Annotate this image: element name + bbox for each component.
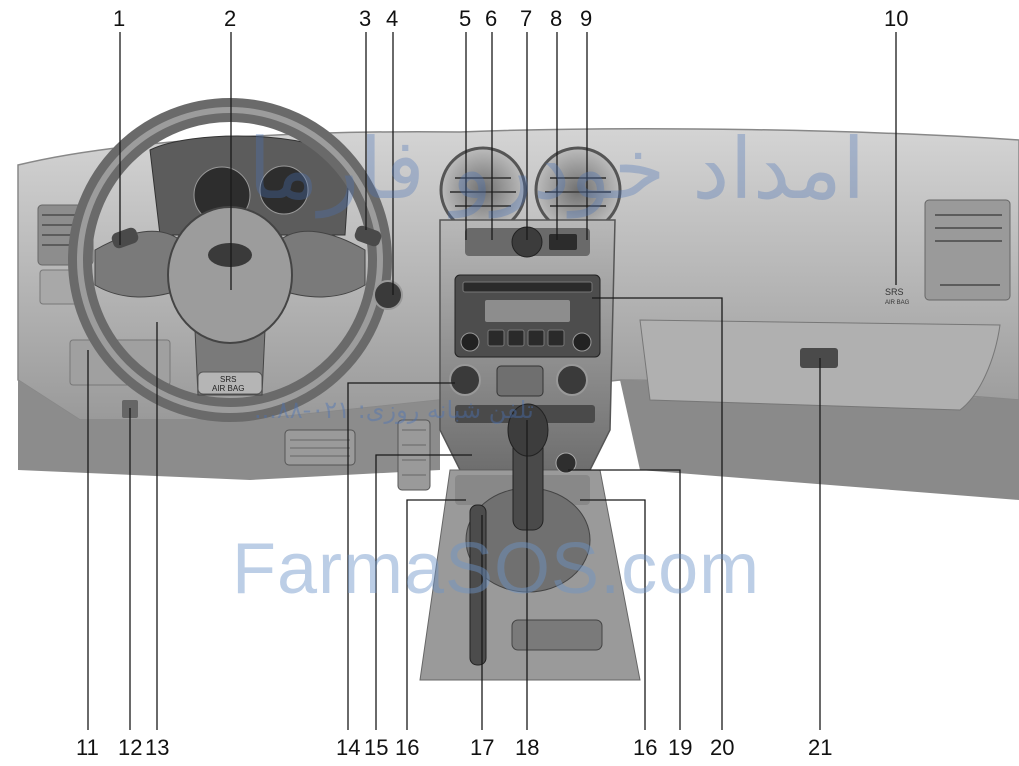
wheel-srs-line2: AIR BAG xyxy=(212,384,244,393)
wiper-stalk xyxy=(354,225,382,247)
wheel-srs-line1: SRS xyxy=(220,375,236,384)
audio-display xyxy=(485,300,570,322)
brake-pedal xyxy=(284,429,356,466)
callout-16-left: 16 xyxy=(395,735,420,760)
callout-leader-lines xyxy=(87,32,897,730)
wheel-srs-plate xyxy=(197,371,263,395)
airbag-cover xyxy=(167,206,293,344)
callout-11: 11 xyxy=(76,735,99,760)
watermark-arabic-title: امداد خودرو فارما xyxy=(248,120,866,218)
callout-12: 12 xyxy=(118,735,143,760)
dash-srs-line1: SRS xyxy=(885,287,904,297)
hyundai-logo xyxy=(208,243,252,267)
callout-17: 17 xyxy=(470,735,495,760)
callout-13: 13 xyxy=(145,735,170,760)
callout-1: 1 xyxy=(113,6,126,31)
right-side-vent xyxy=(924,199,1011,301)
callout-16-right: 16 xyxy=(633,735,658,760)
passenger-airbag-badge: SRS AIR BAG xyxy=(885,287,910,306)
watermark-site: FarmaSOS.com xyxy=(232,529,761,609)
callout-3: 3 xyxy=(359,6,372,31)
callout-10: 10 xyxy=(884,6,909,31)
gear-shift-knob xyxy=(507,403,549,457)
callout-7: 7 xyxy=(520,6,533,31)
callout-21: 21 xyxy=(808,735,833,760)
light-switch-stalk xyxy=(111,227,139,249)
cup-holder xyxy=(511,619,603,651)
callout-4: 4 xyxy=(386,6,399,31)
callout-8: 8 xyxy=(550,6,563,31)
climate-center-display xyxy=(496,365,544,397)
callout-2: 2 xyxy=(224,6,237,31)
tachometer xyxy=(259,165,309,215)
dash-srs-line2: AIR BAG xyxy=(885,300,910,306)
climate-knob-left xyxy=(449,364,481,396)
watermark-phone: تلفن شبانه روزی: ۰۲۱-۸۸... xyxy=(254,396,534,424)
audio-knob-left xyxy=(460,332,480,352)
callout-18: 18 xyxy=(515,735,540,760)
callout-15: 15 xyxy=(364,735,389,760)
audio-knob-right xyxy=(572,332,592,352)
steering-wheel-rim-highlight xyxy=(77,107,383,413)
glove-box-handle xyxy=(800,348,838,368)
callout-6: 6 xyxy=(485,6,498,31)
power-outlet xyxy=(555,452,577,474)
clock-display xyxy=(549,234,577,250)
ignition-switch xyxy=(373,280,403,310)
callout-9: 9 xyxy=(580,6,593,31)
callout-19: 19 xyxy=(668,735,693,760)
callout-20: 20 xyxy=(710,735,735,760)
callout-5: 5 xyxy=(459,6,472,31)
climate-knob-right xyxy=(556,364,588,396)
callout-14: 14 xyxy=(336,735,361,760)
